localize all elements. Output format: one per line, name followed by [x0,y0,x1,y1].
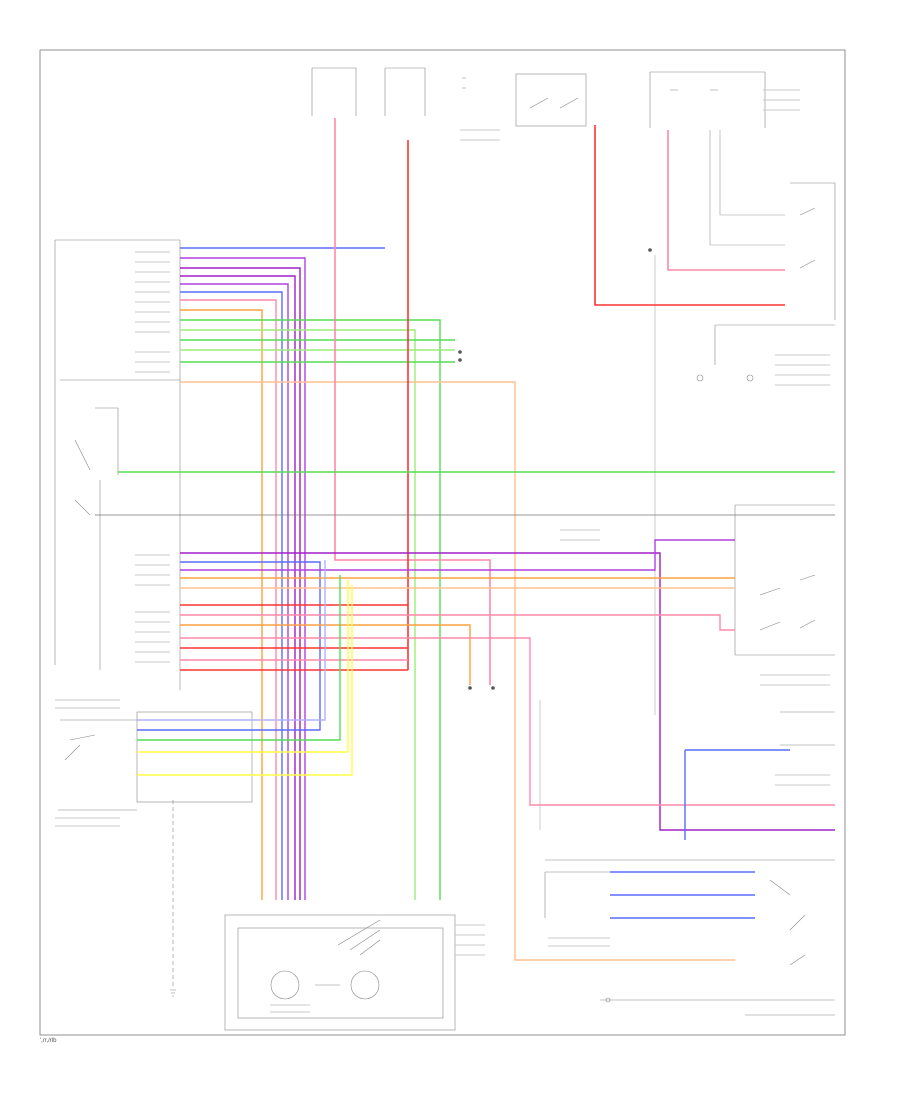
right-switch-box-lower [780,711,835,746]
label-placeholders [55,89,830,1013]
right-switch-box-middle [734,504,835,656]
connector-icon [458,248,652,690]
lower-left-wires [137,560,353,776]
right-switch-box-bottom [544,859,835,1016]
top-fuse-block-right [649,71,766,128]
motor-assembly-bottom [224,914,456,1031]
control-unit-left [54,239,181,690]
top-switch-block-center [515,73,587,127]
switch-unit-lower-left [58,711,253,811]
motor-icon [270,970,300,1000]
figure-id: ',rr,/rlb [40,1038,57,1044]
wire-bundle-vertical [180,247,735,961]
right-switch-box-upper [790,182,836,320]
wire-bundle-horizontal [95,471,835,831]
motor-icon [350,970,380,1000]
top-fuse-block-left [311,67,466,116]
right-motor-box [696,324,835,382]
right-lower-wires [610,749,790,919]
diagram-frame [39,49,846,1036]
power-feed-wires [334,118,785,685]
ground-icon [170,989,176,997]
